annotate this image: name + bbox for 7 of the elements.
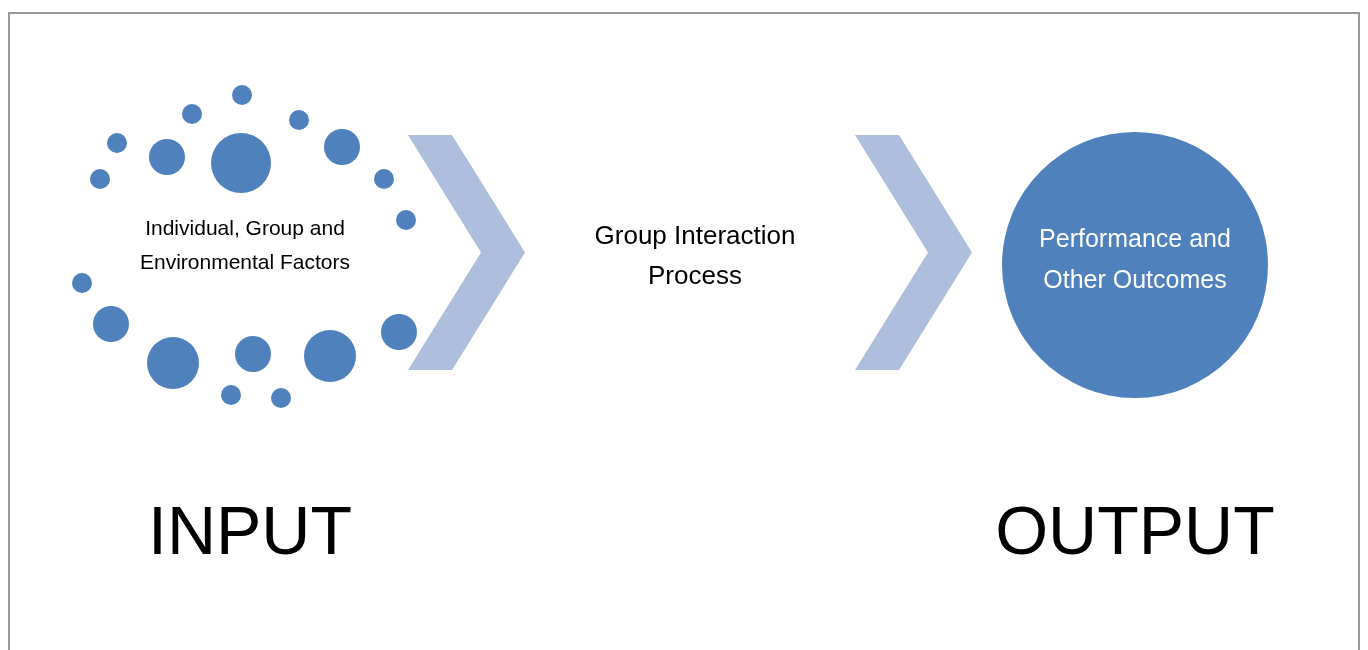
- chevron-arrow: [408, 135, 525, 370]
- outcome-text: Performance and Other Outcomes: [1038, 223, 1232, 295]
- process-text: Group Interaction Process: [593, 219, 797, 292]
- stage-heading: INPUT: [147, 491, 353, 570]
- stage-heading: OUTPUT: [994, 491, 1276, 570]
- factors-text: Individual, Group and Environmental Factors: [138, 215, 352, 275]
- chevron-arrow: [855, 135, 972, 370]
